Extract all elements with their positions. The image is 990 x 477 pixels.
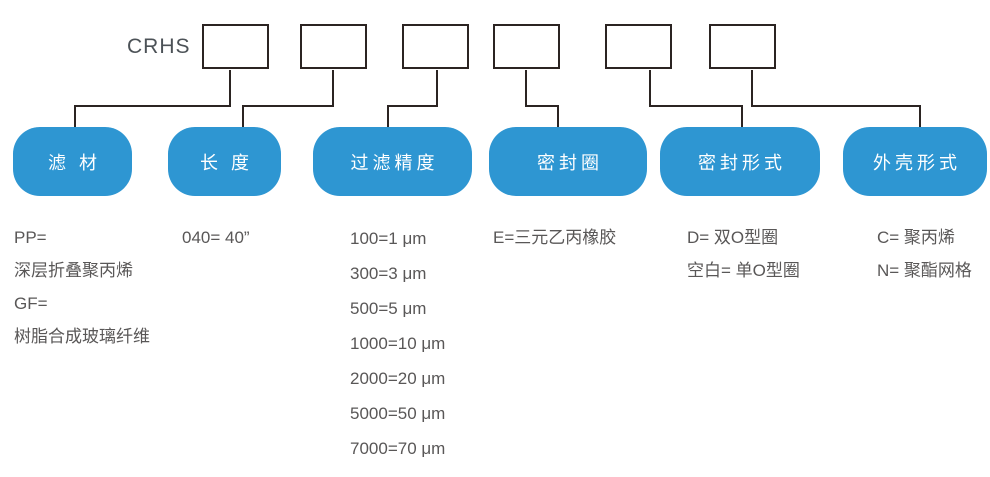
- connector-line-6: [751, 70, 921, 128]
- field-pill-label: 外壳形式: [873, 152, 961, 173]
- option-item: 040= 40”: [182, 228, 250, 247]
- code-box-2: [300, 24, 367, 69]
- option-item: 树脂合成玻璃纤维: [14, 327, 150, 346]
- option-item: C= 聚丙烯: [877, 228, 955, 247]
- connector-line-1: [74, 70, 231, 128]
- connector-line-2: [242, 70, 334, 128]
- option-item: 300=3 μm: [350, 264, 427, 283]
- option-item: 100=1 μm: [350, 229, 427, 248]
- options-seal-ring: E=三元乙丙橡胶: [493, 221, 616, 254]
- options-housing-type: C= 聚丙烯 N= 聚酯网格: [877, 221, 972, 287]
- option-item: 5000=50 μm: [350, 404, 446, 423]
- option-item: D= 双O型圈: [687, 228, 779, 247]
- options-filter-rating: 100=1 μm 300=3 μm 500=5 μm 1000=10 μm 20…: [350, 221, 445, 466]
- field-pill-label: 长 度: [199, 152, 253, 173]
- option-item: 7000=70 μm: [350, 439, 446, 458]
- options-filter-media: PP= 深层折叠聚丙烯 GF= 树脂合成玻璃纤维: [14, 221, 150, 353]
- field-pill-seal-type: 密封形式: [660, 127, 820, 196]
- options-length: 040= 40”: [182, 221, 250, 254]
- code-box-5: [605, 24, 672, 69]
- field-pill-filter-rating: 过滤精度: [313, 127, 472, 196]
- code-box-4: [493, 24, 560, 69]
- field-pill-filter-media: 滤 材: [13, 127, 132, 196]
- code-box-3: [402, 24, 469, 69]
- field-pill-seal-ring: 密封圈: [489, 127, 647, 196]
- options-seal-type: D= 双O型圈 空白= 单O型圈: [687, 221, 800, 287]
- option-item: 空白= 单O型圈: [687, 261, 800, 280]
- connector-line-5: [649, 70, 743, 128]
- option-item: GF=: [14, 294, 48, 313]
- option-item: E=三元乙丙橡胶: [493, 228, 617, 247]
- field-pill-length: 长 度: [168, 127, 281, 196]
- option-item: 500=5 μm: [350, 299, 427, 318]
- connector-line-3: [387, 70, 438, 128]
- field-pill-label: 过滤精度: [350, 152, 439, 173]
- option-item: 2000=20 μm: [350, 369, 446, 388]
- option-item: 1000=10 μm: [350, 334, 446, 353]
- code-box-6: [709, 24, 776, 69]
- field-pill-label: 密封圈: [537, 152, 603, 173]
- option-item: 深层折叠聚丙烯: [14, 261, 133, 280]
- connector-line-4: [525, 70, 559, 128]
- code-box-1: [202, 24, 269, 69]
- model-prefix-label: CRHS: [127, 35, 191, 58]
- field-pill-label: 密封形式: [698, 152, 786, 173]
- field-pill-housing-type: 外壳形式: [843, 127, 987, 196]
- option-item: N= 聚酯网格: [877, 261, 972, 280]
- option-item: PP=: [14, 228, 47, 247]
- field-pill-label: 滤 材: [47, 152, 101, 173]
